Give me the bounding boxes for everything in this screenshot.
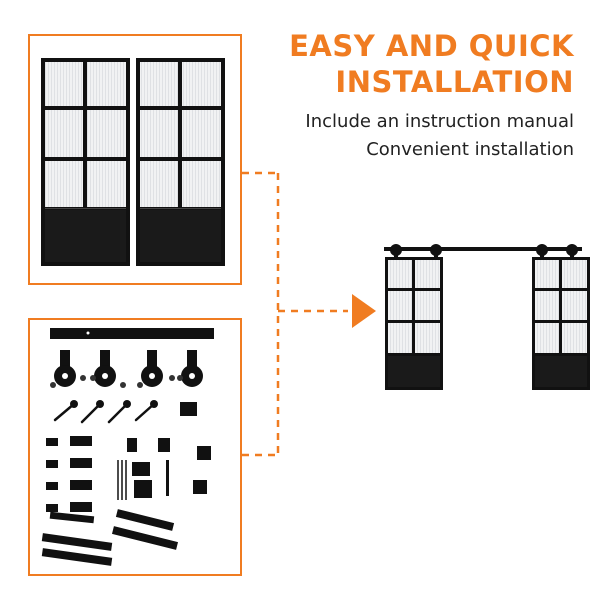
barn-door-hardware-kit-icon [41, 328, 214, 566]
headline-line-2: INSTALLATION [335, 65, 574, 99]
glass-door-icon [41, 58, 130, 266]
feature-list: Include an instruction manual Convenient… [305, 108, 574, 164]
feature-instruction-manual: Include an instruction manual [305, 111, 574, 132]
dashed-connector [242, 171, 348, 457]
installed-barn-door-icon [384, 244, 590, 390]
feature-convenient-installation: Convenient installation [366, 139, 574, 160]
arrow-right-icon [352, 294, 376, 328]
headline-line-1: EASY AND QUICK [289, 29, 574, 63]
glass-door-icon [136, 58, 225, 266]
headline: EASY AND QUICK INSTALLATION [289, 28, 574, 100]
